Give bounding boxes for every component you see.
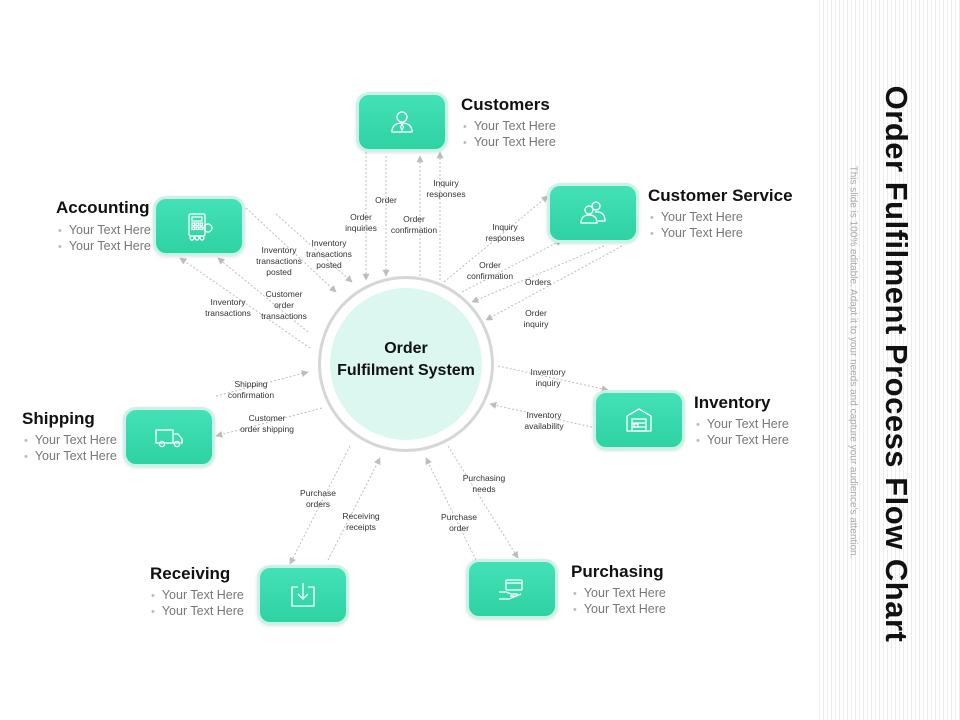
bullet-receiving-2: Your Text Here	[151, 604, 244, 618]
arrow-inventory-inquiry	[497, 365, 609, 393]
hand-card-icon	[499, 579, 523, 600]
node-title-receiving: Receiving	[150, 564, 231, 583]
warehouse-icon	[626, 408, 652, 432]
bullet-receiving-1: Your Text Here	[151, 588, 244, 602]
node-purchasing[interactable]	[466, 559, 558, 619]
node-title-customers: Customers	[461, 95, 550, 114]
flow-label-inventory-transactions: Inventory transactions	[205, 297, 251, 318]
arrow-cs-inquiry-responses	[443, 195, 549, 283]
page-subtitle: This slide is 100% editable. Adapt it to…	[847, 165, 859, 559]
hub-circle	[330, 288, 482, 440]
flow-label-orders: Orders	[525, 277, 551, 287]
node-shipping[interactable]	[123, 407, 215, 467]
arrow-inventory-transactions	[217, 257, 309, 333]
bullet-shipping-1: Your Text Here	[24, 433, 117, 447]
flow-label-order: Order	[375, 195, 397, 205]
bullet-customer-service-1: Your Text Here	[650, 210, 743, 224]
download-box-icon	[291, 583, 315, 607]
flow-label-inventory-transactions-posted-2: Inventory transactions posted	[306, 238, 352, 270]
bullet-accounting-1: Your Text Here	[58, 223, 151, 237]
node-title-accounting: Accounting	[56, 198, 150, 217]
arrow-cs-order-confirmation	[461, 239, 563, 293]
bullet-customers-2: Your Text Here	[463, 135, 556, 149]
flow-label-cs-inquiry-responses: Inquiry responses	[485, 222, 525, 243]
calculator-icon	[188, 213, 213, 241]
bullet-customer-service-2: Your Text Here	[650, 226, 743, 240]
flow-label-cs-order-confirmation: Order confirmation	[466, 260, 514, 281]
flow-label-customer-order-shipping: Customer order shipping	[240, 413, 294, 434]
people-icon	[580, 201, 606, 224]
bullet-purchasing-2: Your Text Here	[573, 602, 666, 616]
arrow-inventory-transactions-posted-2	[275, 213, 353, 283]
node-inventory[interactable]	[593, 390, 685, 450]
bullet-purchasing-1: Your Text Here	[573, 586, 666, 600]
bullet-inventory-1: Your Text Here	[696, 417, 789, 431]
flow-label-shipping-confirmation: Shipping confirmation	[227, 379, 275, 400]
arrow-order-inquiry	[485, 245, 623, 321]
bullet-inventory-2: Your Text Here	[696, 433, 789, 447]
flow-label-customer-order-transactions: Customer order transactions	[261, 289, 307, 321]
flow-arrows	[179, 151, 623, 565]
person-icon	[391, 111, 413, 133]
truck-icon	[155, 429, 183, 448]
arrow-inventory-transactions-posted-1	[245, 207, 337, 293]
node-customer-service[interactable]	[547, 183, 639, 243]
bullet-shipping-2: Your Text Here	[24, 449, 117, 463]
node-accounting[interactable]	[153, 196, 245, 256]
flow-label-inventory-transactions-posted-1: Inventory transactions posted	[256, 245, 302, 277]
flow-label-purchasing-needs: Purchasing needs	[462, 473, 506, 494]
arrow-purchasing-needs	[447, 445, 519, 559]
arrow-receiving-receipts	[327, 457, 381, 561]
flow-label-receiving-receipts: Receiving receipts	[342, 511, 380, 532]
flow-label-inventory-availability: Inventory availability	[524, 410, 564, 431]
hub-label-line2: Fulfilment System	[337, 362, 475, 379]
flow-label-purchase-order: Purchase order	[441, 512, 477, 533]
bullet-customers-1: Your Text Here	[463, 119, 556, 133]
hub-label-line1: Order	[384, 340, 428, 357]
node-title-customer-service: Customer Service	[648, 186, 793, 205]
node-title-shipping: Shipping	[22, 409, 95, 428]
node-title-inventory: Inventory	[694, 393, 771, 412]
node-receiving[interactable]	[257, 565, 349, 625]
flow-label-order-confirmation: Order confirmation	[390, 214, 438, 235]
flow-label-inquiry-responses: Inquiry responses	[426, 178, 466, 199]
node-title-purchasing: Purchasing	[571, 562, 664, 581]
flow-label-order-inquiries: Order inquiries	[345, 212, 377, 233]
flow-label-order-inquiry: Order inquiry	[523, 308, 549, 329]
flow-label-inventory-inquiry: Inventory inquiry	[530, 367, 566, 388]
page-title: Order Fulfilment Process Flow Chart	[879, 85, 914, 643]
bullet-accounting-2: Your Text Here	[58, 239, 151, 253]
decorative-stripe-panel	[816, 0, 960, 720]
flow-label-purchase-orders: Purchase orders	[300, 488, 336, 509]
node-customers[interactable]	[356, 92, 448, 152]
hub-label: Order Fulfilment System	[330, 338, 482, 382]
arrow-purchase-order	[425, 457, 477, 561]
